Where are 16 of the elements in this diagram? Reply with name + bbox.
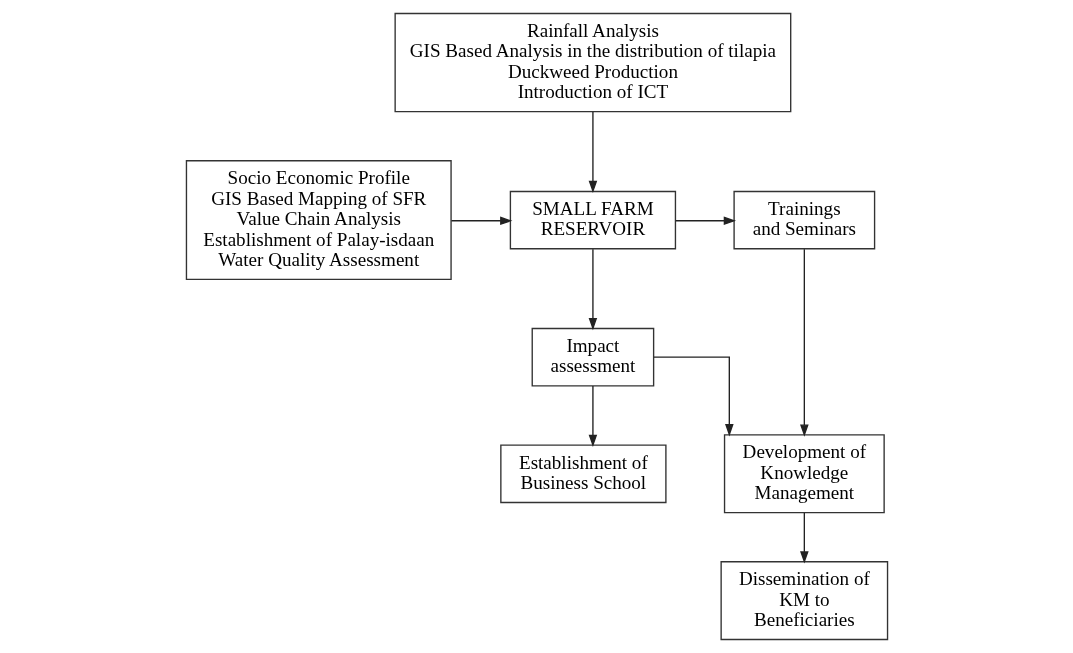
arrow bbox=[674, 216, 736, 226]
arrow bbox=[588, 111, 597, 194]
arrow bbox=[450, 216, 512, 226]
node-box: Dissemination of KM to Beneficiaries bbox=[719, 561, 888, 641]
node-box: SMALL FARM RESERVOIR bbox=[509, 190, 676, 250]
arrow bbox=[588, 248, 597, 331]
node-box: Rainfall Analysis GIS Based Analysis in the distribution of tilapia Duckweed Production Introduction of ICT bbox=[393, 12, 791, 113]
arrow bbox=[652, 356, 734, 437]
node-box: Trainings and Seminars bbox=[732, 190, 875, 250]
node-box: Impact assessment bbox=[531, 327, 654, 387]
arrow bbox=[799, 248, 809, 437]
node-box: Socio Economic Profile GIS Based Mapping of SFR Value Chain Analysis Establishment of Palay-isdaan Water Quality Assessment bbox=[185, 160, 452, 281]
arrow bbox=[588, 385, 597, 447]
node-box: Development of Knowledge Management bbox=[723, 434, 885, 514]
arrow bbox=[799, 512, 809, 564]
node-box: Establishment of Business School bbox=[499, 444, 667, 504]
